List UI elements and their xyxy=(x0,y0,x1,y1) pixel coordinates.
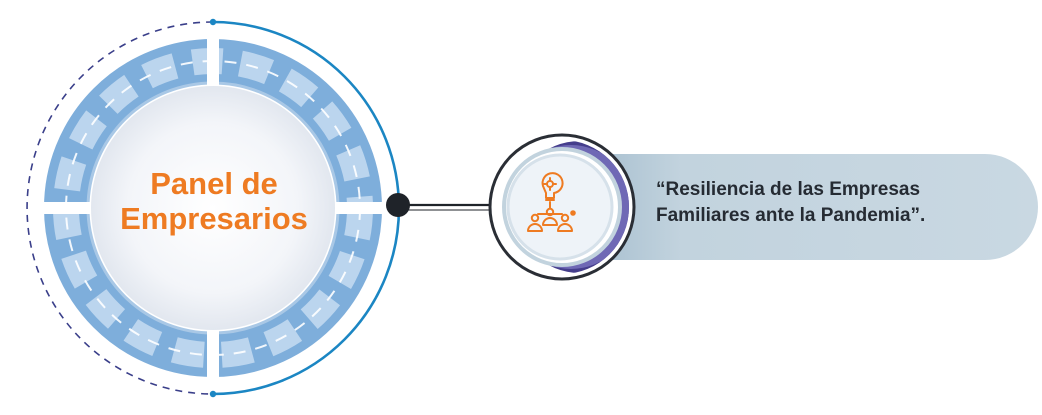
band-gap-left xyxy=(40,202,98,214)
topic-quote: “Resiliencia de las Empresas Familiares … xyxy=(656,177,1016,229)
panel-title: Panel de Empresarios xyxy=(76,166,352,236)
topic-pill xyxy=(562,154,1038,260)
topic-quote-line1: “Resiliencia de las Empresas xyxy=(656,179,921,200)
inner-disc xyxy=(91,86,335,330)
band-gap-right xyxy=(330,202,390,214)
band-gap-top xyxy=(207,30,219,92)
outer-dashed-arc xyxy=(26,21,214,395)
panel-title-line2: Empresarios xyxy=(120,201,308,236)
arc-top-dot xyxy=(209,18,217,26)
band-gap-bottom xyxy=(207,326,219,388)
badge-inner-disc xyxy=(506,153,614,261)
idea-network-icon xyxy=(527,172,576,232)
panel-title-line1: Panel de xyxy=(150,166,278,201)
connector-node xyxy=(386,193,410,217)
arc-bottom-dot xyxy=(209,390,217,398)
topic-quote-line2: Familiares ante la Pandemia”. xyxy=(656,205,926,226)
